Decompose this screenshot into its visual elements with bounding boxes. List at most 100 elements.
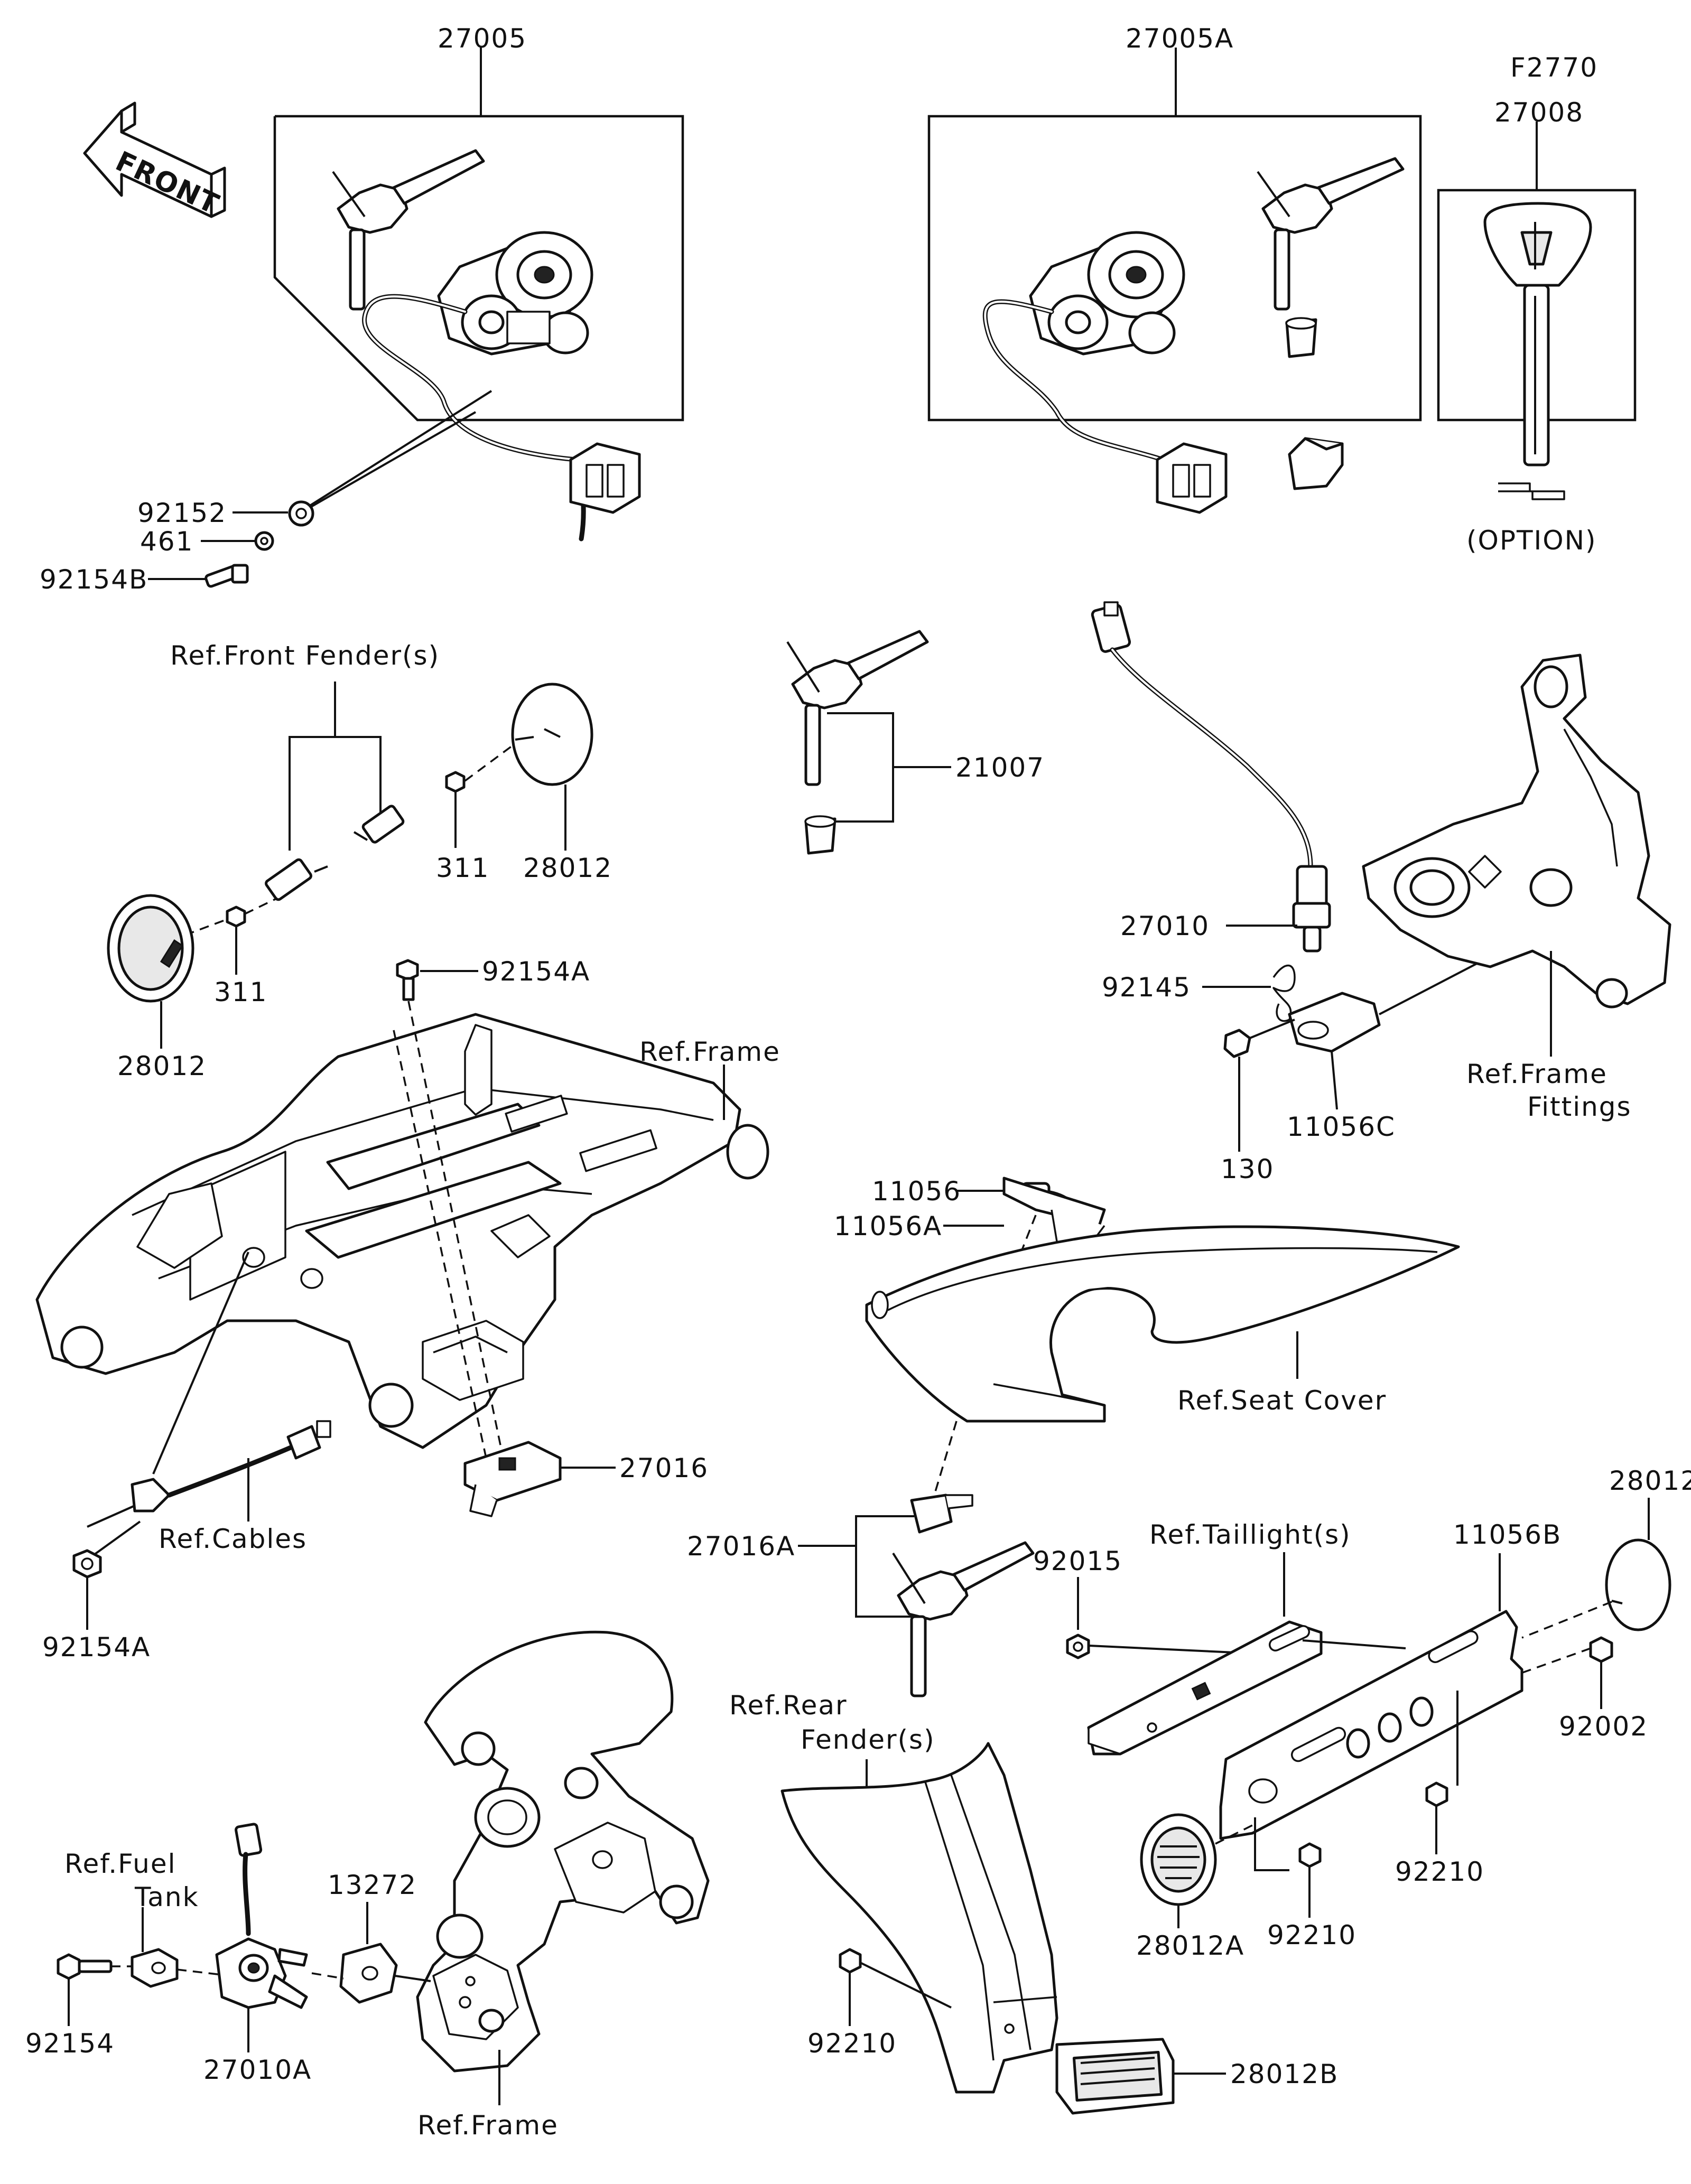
part-92154-label: 92154 xyxy=(25,2028,115,2059)
part-27008-label: 27008 xyxy=(1494,97,1584,128)
reflector-28012A-lower-icon xyxy=(1140,1813,1217,1906)
key-icon xyxy=(332,149,485,311)
cap-icon xyxy=(1285,317,1317,358)
screw-92154B-icon xyxy=(205,564,249,588)
reflector-28012-upper-icon xyxy=(511,683,593,786)
key-blank-box: F2770 27008 (OPTION) xyxy=(1437,52,1637,556)
nut-92210-left-icon xyxy=(839,1948,862,1974)
part-92154A-lower-label: 92154A xyxy=(42,1632,151,1663)
part-461-label: 461 xyxy=(140,526,193,557)
part-92145-label: 92145 xyxy=(1102,972,1191,1003)
part-92015-label: 92015 xyxy=(1033,1546,1122,1576)
frame-lower-icon xyxy=(416,1630,710,2073)
part-311-lower-label: 311 xyxy=(214,977,267,1007)
nut-311-lower-icon xyxy=(226,906,246,928)
part-11056B-label: 11056B xyxy=(1453,1519,1562,1550)
key-icon xyxy=(1257,157,1405,311)
ref-frame-fittings-label-2: Fittings xyxy=(1527,1091,1632,1122)
part-27016-label: 27016 xyxy=(619,1453,709,1483)
nut-92002-icon xyxy=(1589,1636,1613,1663)
part-27010-label: 27010 xyxy=(1120,911,1210,941)
spacer-lower-icon xyxy=(265,858,328,901)
key-icon xyxy=(786,630,929,786)
part-92154A-upper-label: 92154A xyxy=(482,956,590,987)
ignition-cylinder-icon xyxy=(437,231,593,356)
bracket-27016-icon xyxy=(463,1441,562,1517)
bracket-11056B-icon xyxy=(1219,1610,1523,1840)
part-11056A-label: 11056A xyxy=(834,1211,942,1242)
rear-fender-icon xyxy=(781,1742,1058,2094)
reflector-28012B-icon xyxy=(1055,2038,1175,2115)
part-28012-upper-label: 28012 xyxy=(523,853,612,883)
part-28012-lower-label: 28012 xyxy=(117,1051,207,1081)
part-311-upper-label: 311 xyxy=(436,853,489,883)
part-92152-label: 92152 xyxy=(137,498,227,528)
part-13272-label: 13272 xyxy=(328,1870,417,1900)
ref-frame-fittings-label-1: Ref.Frame xyxy=(1466,1059,1608,1089)
key-icon xyxy=(892,1541,1035,1697)
fuel-tank-bracket-icon xyxy=(131,1948,179,1988)
nut-311-upper-icon xyxy=(445,771,466,793)
ref-rear-fender-label-1: Ref.Rear xyxy=(729,1690,848,1721)
connector-icon xyxy=(569,442,641,514)
option-label: (OPTION) xyxy=(1466,525,1597,556)
reflector-28012-lower-icon xyxy=(107,894,194,1003)
seat-cover-icon xyxy=(865,1225,1460,1423)
bracket-11056C-icon xyxy=(1288,992,1381,1053)
key-blank-icon xyxy=(1288,437,1344,490)
part-28012B-label: 28012B xyxy=(1230,2059,1339,2089)
part-92210-left-label: 92210 xyxy=(807,2028,897,2059)
nut-92152-icon xyxy=(288,500,314,527)
bolt-92154A-lower-icon xyxy=(72,1549,102,1579)
part-92154B-label: 92154B xyxy=(40,564,148,595)
frame-icon xyxy=(35,1013,769,1449)
part-28012A-upper-label: 28012A xyxy=(1609,1466,1691,1496)
ref-rear-fender-label-2: Fender(s) xyxy=(801,1724,935,1755)
fuel-tank-switch-icon xyxy=(215,1823,308,2009)
ignition-switch-set-box: 27005 xyxy=(273,23,684,542)
spring-92145-icon xyxy=(1272,964,1296,1022)
nut-92210-right-icon xyxy=(1425,1781,1448,1807)
cable-icon xyxy=(87,1420,331,1528)
part-130-label: 130 xyxy=(1221,1154,1274,1184)
cover-13272-icon xyxy=(339,1943,398,2004)
ref-cables-label: Ref.Cables xyxy=(159,1524,307,1554)
ignition-cylinder-icon xyxy=(1029,231,1185,356)
part-27010A-label: 27010A xyxy=(203,2055,312,2085)
bolt-92154-icon xyxy=(57,1953,113,1980)
connector-icon xyxy=(1156,442,1228,514)
group-F2770-label: F2770 xyxy=(1510,52,1598,83)
part-27016A-label: 27016A xyxy=(687,1531,795,1562)
ref-fuel-tank-label-1: Ref.Fuel xyxy=(64,1849,176,1879)
ref-taillight-label: Ref.Taillight(s) xyxy=(1149,1519,1351,1550)
side-stand-switch-icon xyxy=(1292,865,1331,953)
ref-front-fender-label: Ref.Front Fender(s) xyxy=(170,640,440,671)
spacer-upper-icon xyxy=(353,805,405,844)
bolt-92154A-upper-icon xyxy=(396,959,419,1001)
frame-fittings-icon xyxy=(1362,654,1671,1009)
lock-cap-icon xyxy=(910,1494,973,1534)
key-shape-icon xyxy=(1498,482,1565,500)
reflector-28012A-upper-icon xyxy=(1605,1538,1671,1631)
bolt-130-icon xyxy=(1223,1019,1295,1058)
part-28012A-lower-label: 28012A xyxy=(1136,1930,1244,1961)
part-27005-label: 27005 xyxy=(438,23,527,54)
ref-frame-bottom-label: Ref.Frame xyxy=(417,2110,559,2141)
taillight-bracket-icon xyxy=(1087,1620,1323,1756)
part-92002-label: 92002 xyxy=(1559,1711,1648,1742)
ref-fuel-tank-label-2: Tank xyxy=(134,1882,199,1912)
washer-461-icon xyxy=(254,531,274,551)
part-11056C-label: 11056C xyxy=(1287,1112,1396,1142)
lock-cap-icon xyxy=(804,815,837,855)
part-11056-label: 11056 xyxy=(872,1176,961,1207)
part-92210-mid-label: 92210 xyxy=(1267,1920,1356,1950)
ref-frame-mid-label: Ref.Frame xyxy=(639,1037,781,1067)
part-27005A-label: 27005A xyxy=(1126,23,1234,54)
part-92210-right-label: 92210 xyxy=(1395,1856,1484,1887)
front-arrow-icon: FRONT xyxy=(83,101,226,221)
switch-connector-icon xyxy=(1091,601,1131,653)
part-21007-label: 21007 xyxy=(955,752,1045,783)
ref-seat-cover-label: Ref.Seat Cover xyxy=(1177,1385,1387,1416)
key-head-icon xyxy=(1483,202,1592,466)
